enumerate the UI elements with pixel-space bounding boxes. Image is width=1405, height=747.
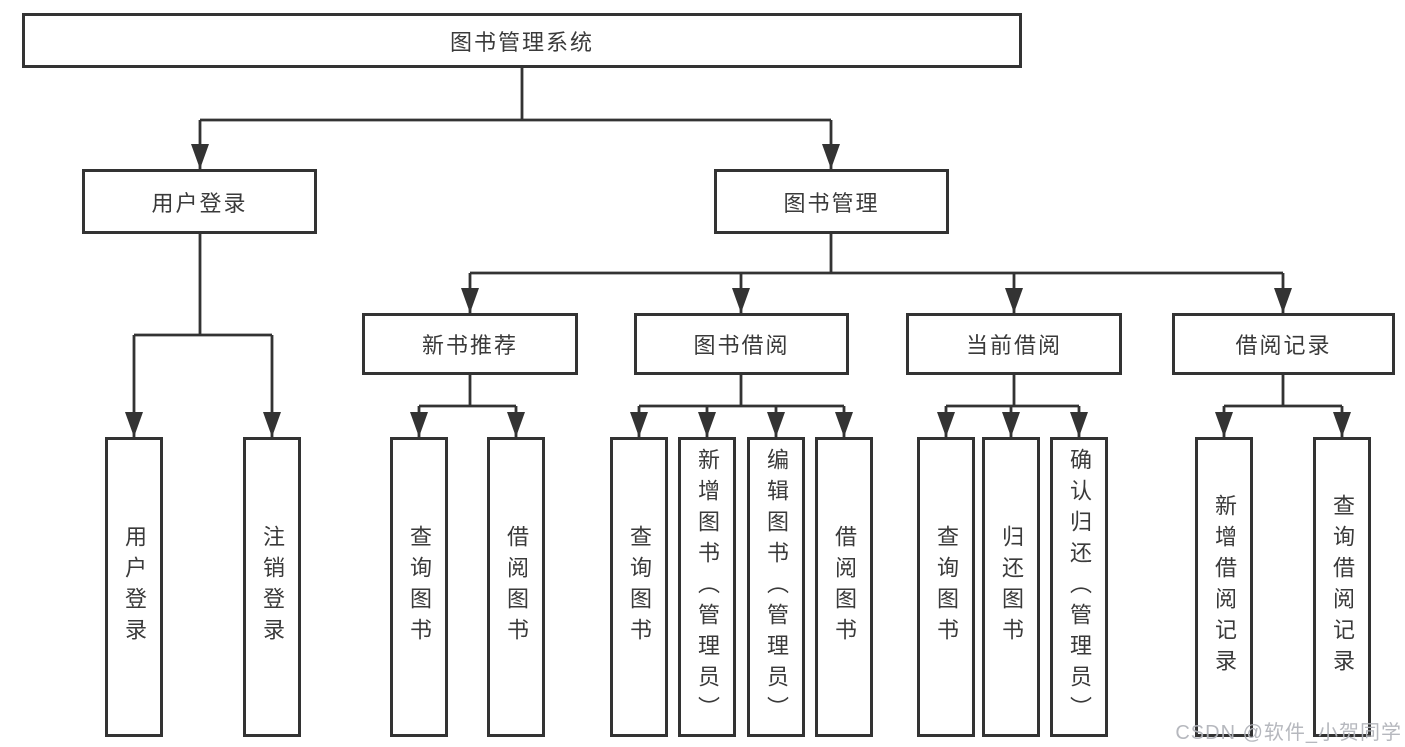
node-leaf-logout-label: 注销登录 <box>260 525 285 649</box>
node-leaf-query-books-current: 查询图书 <box>917 437 975 737</box>
node-leaf-query-books-recommend: 查询图书 <box>390 437 448 737</box>
node-leaf-query-books-borrow-label: 查询图书 <box>627 525 652 649</box>
node-leaf-confirm-return-admin-label: 确认归还（管理员） <box>1067 447 1092 727</box>
node-leaf-logout: 注销登录 <box>243 437 301 737</box>
node-leaf-add-borrow-record: 新增借阅记录 <box>1195 437 1253 737</box>
node-leaf-borrow-books-label: 借阅图书 <box>832 525 857 649</box>
node-leaf-query-borrow-record: 查询借阅记录 <box>1313 437 1371 737</box>
node-leaf-return-book-label: 归还图书 <box>999 525 1024 649</box>
node-borrow-records: 借阅记录 <box>1172 313 1395 375</box>
node-leaf-add-book-admin: 新增图书（管理员） <box>678 437 736 737</box>
node-leaf-borrow-books-recommend: 借阅图书 <box>487 437 545 737</box>
node-book-borrow-label: 图书借阅 <box>693 333 790 358</box>
node-leaf-add-book-admin-label: 新增图书（管理员） <box>695 447 720 727</box>
node-root-label: 图书管理系统 <box>449 29 594 55</box>
node-new-book-recommend-label: 新书推荐 <box>421 333 518 358</box>
node-new-book-recommend: 新书推荐 <box>362 313 578 375</box>
node-leaf-borrow-books: 借阅图书 <box>815 437 873 737</box>
node-leaf-edit-book-admin-label: 编辑图书（管理员） <box>764 447 789 727</box>
node-leaf-query-books-recommend-label: 查询图书 <box>407 525 432 649</box>
node-leaf-return-book: 归还图书 <box>982 437 1040 737</box>
node-current-borrow: 当前借阅 <box>906 313 1122 375</box>
node-leaf-add-borrow-record-label: 新增借阅记录 <box>1212 494 1237 680</box>
node-leaf-borrow-books-recommend-label: 借阅图书 <box>504 525 529 649</box>
node-borrow-records-label: 借阅记录 <box>1235 333 1332 358</box>
arrowheads <box>125 144 1351 437</box>
node-book-borrow: 图书借阅 <box>634 313 849 375</box>
node-leaf-query-borrow-record-label: 查询借阅记录 <box>1330 494 1355 680</box>
node-user-login: 用户登录 <box>82 169 317 234</box>
node-root: 图书管理系统 <box>22 13 1022 68</box>
node-current-borrow-label: 当前借阅 <box>965 333 1062 358</box>
node-leaf-user-login-label: 用户登录 <box>122 525 147 649</box>
node-leaf-query-books-current-label: 查询图书 <box>934 525 959 649</box>
node-leaf-query-books-borrow: 查询图书 <box>610 437 668 737</box>
node-leaf-edit-book-admin: 编辑图书（管理员） <box>747 437 805 737</box>
node-leaf-confirm-return-admin: 确认归还（管理员） <box>1050 437 1108 737</box>
csdn-watermark: CSDN @软件_小贺同学 <box>1175 722 1402 744</box>
node-leaf-user-login: 用户登录 <box>105 437 163 737</box>
node-book-mgmt: 图书管理 <box>714 169 949 234</box>
node-book-mgmt-label: 图书管理 <box>783 190 880 216</box>
node-user-login-label: 用户登录 <box>151 190 248 216</box>
